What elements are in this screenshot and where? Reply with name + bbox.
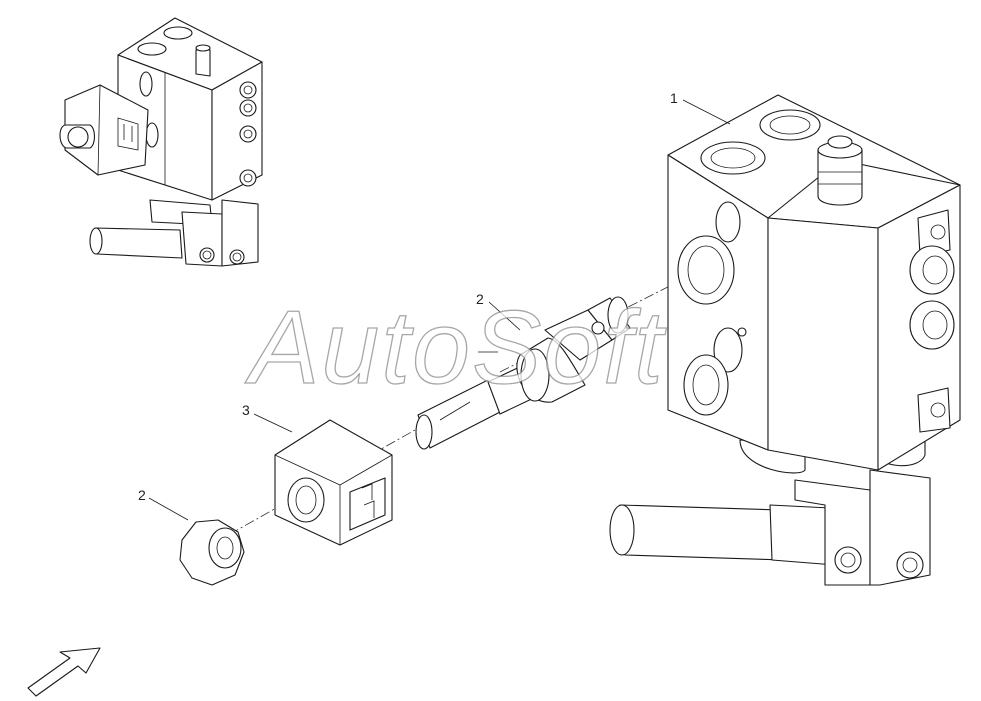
callout-label-2-nut: 2: [138, 487, 146, 503]
overview-assembly-icon: [59, 17, 263, 267]
coil-icon: [274, 419, 393, 546]
valve-block-icon: [609, 94, 961, 586]
callout-label-3: 3: [242, 402, 250, 418]
callout-label-2-cartridge: 2: [476, 291, 484, 307]
callout-label-1: 1: [670, 90, 678, 106]
direction-arrow-icon: [27, 647, 101, 697]
cartridge-icon: [415, 296, 631, 450]
nut-icon: [179, 519, 245, 586]
leader-lines: [148, 99, 731, 521]
